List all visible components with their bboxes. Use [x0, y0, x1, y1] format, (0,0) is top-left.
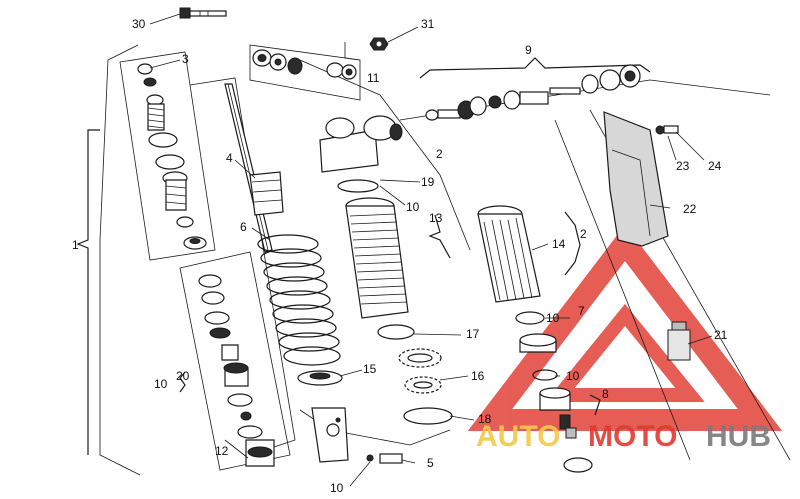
- part-31-nut: [369, 37, 389, 51]
- callout-22: 22: [683, 202, 697, 216]
- callout-10-lower-right: 10: [566, 369, 580, 383]
- part-9-valve: [425, 64, 641, 121]
- callout-5: 5: [427, 456, 434, 470]
- callout-3: 3: [182, 52, 189, 66]
- part-3-stack: [137, 63, 207, 250]
- watermark-wordmark: AUTO MOTO HUB: [476, 420, 771, 453]
- bracket-1: [76, 129, 100, 455]
- callout-23: 23: [676, 159, 690, 173]
- callout-30: 30: [132, 17, 146, 31]
- watermark-inner-triangle: [545, 303, 705, 402]
- callout-12: 12: [215, 444, 229, 458]
- callout-21: 21: [714, 328, 728, 342]
- watermark-hub: HUB: [706, 420, 771, 453]
- callout-7: 7: [578, 304, 585, 318]
- callout-10-upper: 10: [406, 200, 420, 214]
- outline-group-1: [99, 44, 141, 476]
- outline-group-12: [179, 251, 291, 471]
- part-6-spring: [257, 234, 341, 366]
- callout-14: 14: [552, 237, 566, 251]
- part-30-bolt: [179, 7, 227, 19]
- callout-31: 31: [421, 17, 435, 31]
- callout-10-bottom: 10: [330, 481, 344, 495]
- callout-1: 1: [72, 238, 79, 252]
- outline-group-2a: [299, 59, 471, 251]
- part-21-bottle: [667, 321, 691, 361]
- bracket-2b: [564, 211, 581, 276]
- part-5-clevis: [297, 370, 403, 464]
- part-12-stack: [198, 274, 275, 467]
- bracket-9: [419, 57, 651, 79]
- part-22-guard: [603, 111, 679, 247]
- callout-16: 16: [471, 369, 485, 383]
- leader-lines: [149, 13, 713, 487]
- callout-2-right: 2: [580, 227, 587, 241]
- callout-9: 9: [525, 43, 532, 57]
- callout-19: 19: [421, 175, 435, 189]
- callout-18: 18: [478, 412, 492, 426]
- part-13-body: [345, 197, 409, 319]
- callout-17: 17: [466, 327, 480, 341]
- watermark-auto: AUTO: [476, 420, 560, 453]
- part-rings: [377, 324, 453, 425]
- watermark-logo: [467, 224, 783, 431]
- bracket-13: [428, 214, 451, 259]
- callout-11: 11: [367, 71, 380, 85]
- callout-labels: 30 31 3 9 11 4 2 19 10 13 6 1 14 2 22 23…: [72, 17, 728, 495]
- outline-top-bushing: [249, 44, 361, 101]
- part-11-eye: [319, 115, 403, 193]
- bracket-8: [589, 394, 601, 416]
- watermark-triangle: [467, 224, 783, 431]
- outline-nut: [344, 42, 361, 61]
- callout-20: 20: [176, 369, 190, 383]
- part-top-bushings: [252, 49, 357, 80]
- callout-10-right: 10: [546, 311, 560, 325]
- callout-24: 24: [708, 159, 722, 173]
- diagonal-1: [554, 119, 691, 461]
- bracket-20: [179, 371, 186, 393]
- callout-13: 13: [429, 211, 443, 225]
- callout-6: 6: [240, 220, 247, 234]
- part-4-rod: [224, 83, 284, 253]
- part-14-boot: [477, 205, 541, 303]
- part-7-8-stack: [515, 311, 593, 473]
- watermark-moto: MOTO: [588, 420, 677, 453]
- callout-4: 4: [226, 151, 233, 165]
- callout-2-upper: 2: [436, 147, 443, 161]
- outline-group-3: [119, 51, 216, 261]
- callout-10-left: 10: [154, 377, 168, 391]
- callout-15: 15: [363, 362, 377, 376]
- callout-8: 8: [602, 387, 609, 401]
